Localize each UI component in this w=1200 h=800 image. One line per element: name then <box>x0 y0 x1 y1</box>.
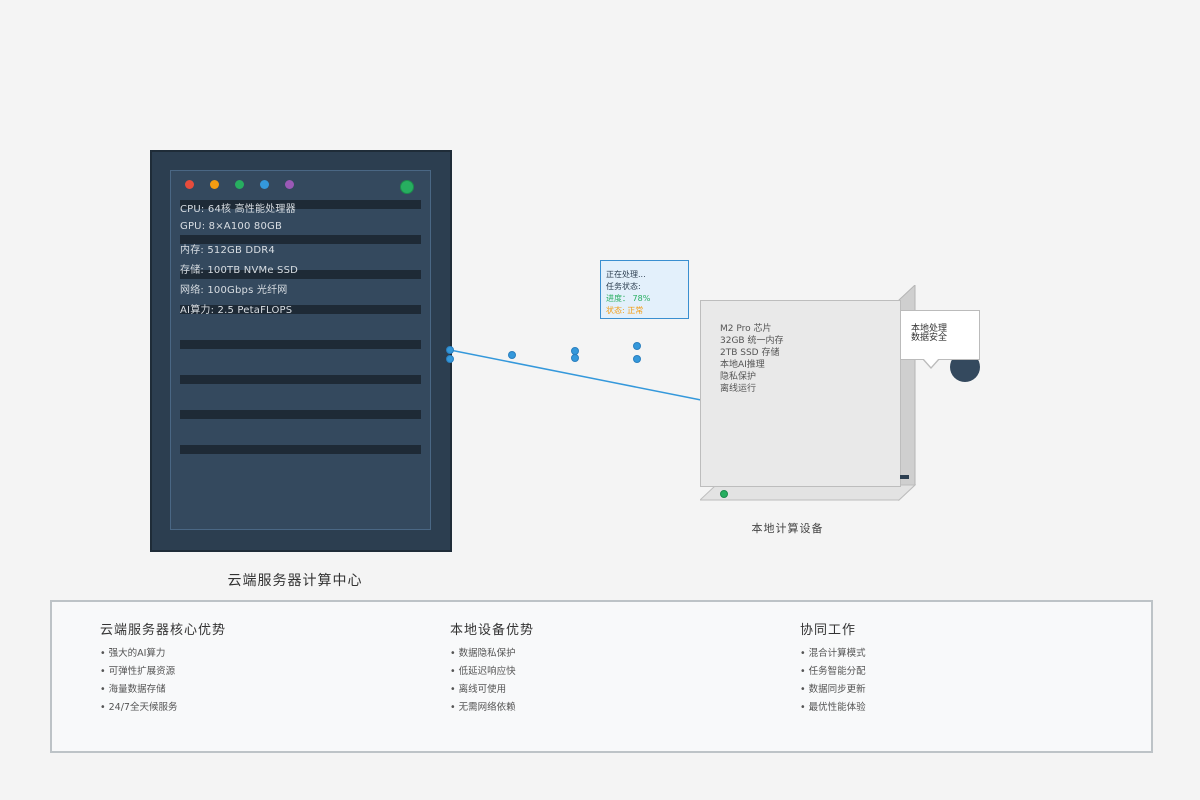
list-item: • 低延迟响应快 <box>450 663 516 677</box>
data-packet-dot <box>571 354 579 362</box>
progress-text: 进度： 78% <box>606 293 688 305</box>
list-item: • 数据同步更新 <box>800 681 866 695</box>
column-title-cloud: 云端服务器核心优势 <box>100 619 226 638</box>
list-item: • 数据隐私保护 <box>450 645 516 659</box>
column-title-hybrid: 协同工作 <box>800 619 856 638</box>
column-title-local: 本地设备优势 <box>450 619 534 638</box>
list-item: • 可弹性扩展资源 <box>100 663 175 677</box>
device-spec-offline: 离线运行 <box>720 381 756 394</box>
device-status-led <box>720 490 728 498</box>
status-line: 任务状态: <box>606 281 688 293</box>
local-device-label: 本地计算设备 <box>700 520 875 536</box>
device-port <box>900 475 909 479</box>
data-packet-dot <box>508 351 516 359</box>
data-packet-dot <box>446 346 454 354</box>
bubble-line: 数据安全 <box>911 334 979 343</box>
speech-bubble: 本地处理 数据安全 <box>900 310 980 360</box>
list-item: • 无需网络依赖 <box>450 699 516 713</box>
list-item: • 海量数据存储 <box>100 681 166 695</box>
list-item: • 离线可使用 <box>450 681 506 695</box>
data-packet-dot <box>633 355 641 363</box>
list-item: • 最优性能体验 <box>800 699 866 713</box>
list-item: • 任务智能分配 <box>800 663 866 677</box>
data-packet-dot <box>446 355 454 363</box>
data-packet-dot <box>633 342 641 350</box>
state-text: 状态: 正常 <box>606 305 688 317</box>
list-item: • 混合计算模式 <box>800 645 866 659</box>
bubble-tail-fill <box>923 358 939 367</box>
task-status-panel: 正在处理... 任务状态: 进度： 78% 状态: 正常 <box>600 260 689 319</box>
list-item: • 强大的AI算力 <box>100 645 165 659</box>
list-item: • 24/7全天候服务 <box>100 699 177 713</box>
status-line: 正在处理... <box>606 269 688 281</box>
